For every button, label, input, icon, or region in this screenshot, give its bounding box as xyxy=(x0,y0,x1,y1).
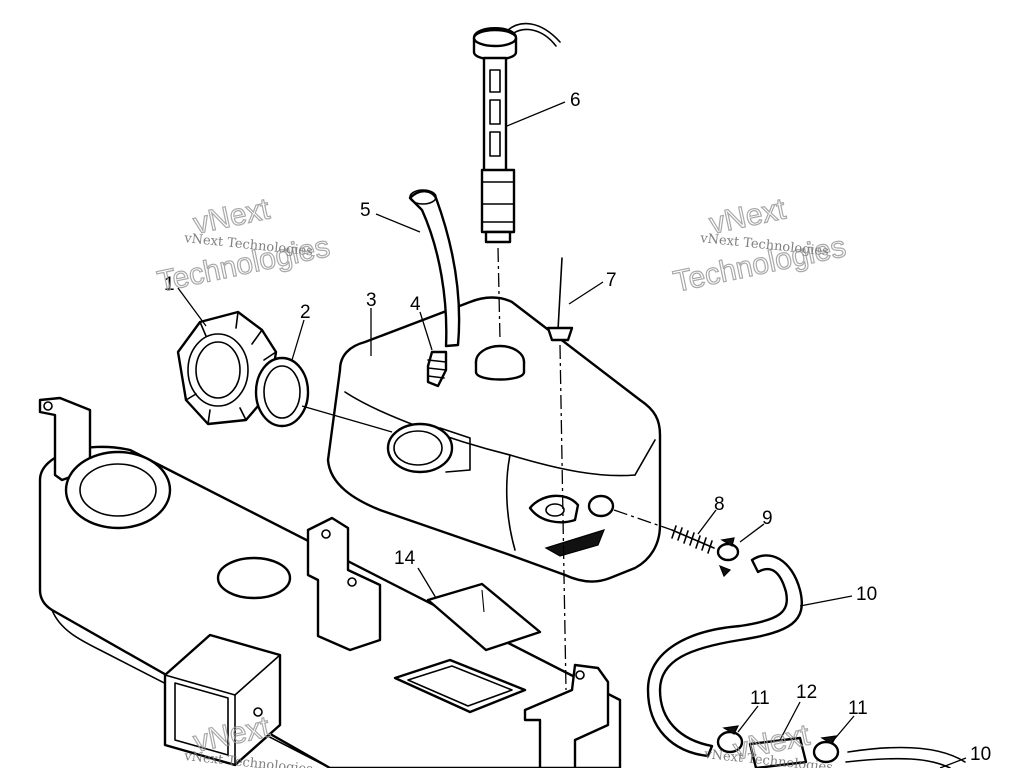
callout-1: 1 xyxy=(164,274,175,295)
vent-hose-part-5 xyxy=(408,189,461,348)
fuel-line-lower xyxy=(845,746,966,768)
callout-9: 9 xyxy=(762,508,773,529)
gasket-part-2 xyxy=(254,356,310,428)
spring-part-8 xyxy=(671,525,715,554)
callout-11-left: 11 xyxy=(750,688,770,709)
pad-part-14 xyxy=(426,582,542,652)
callout-10-upper: 10 xyxy=(856,584,877,605)
filter-part-12 xyxy=(748,736,808,768)
callout-8: 8 xyxy=(714,494,725,515)
callout-14: 14 xyxy=(394,548,416,569)
watermark-bottom-right: vNext vNext Technologies xyxy=(703,718,834,768)
clamp-part-11-left xyxy=(716,725,744,754)
chassis-frame xyxy=(38,396,622,768)
watermark-top-right: vNext Technologies vNext Technologies xyxy=(670,192,849,300)
callout-2: 2 xyxy=(300,302,311,323)
callout-5: 5 xyxy=(360,200,371,221)
callout-6: 6 xyxy=(570,90,581,111)
fuel-gauge-part-6 xyxy=(472,22,561,341)
callout-7: 7 xyxy=(606,270,617,291)
callout-12: 12 xyxy=(796,682,817,703)
callout-10-lower: 10 xyxy=(970,744,991,765)
clamp-part-9 xyxy=(716,537,740,578)
fuel-tank-part-3 xyxy=(326,296,662,583)
assembly-line-outlet xyxy=(613,509,673,531)
probe-part-7 xyxy=(546,257,574,691)
watermark-top-left: vNext Technologies vNext Technologies xyxy=(154,192,333,300)
assembly-line-cap xyxy=(301,405,393,433)
callout-4: 4 xyxy=(410,294,421,315)
leader-lines xyxy=(177,101,967,768)
callouts: 1 2 3 4 5 6 7 8 9 10 10 11 12 11 14 xyxy=(164,90,991,765)
callout-3: 3 xyxy=(366,290,377,311)
fitting-part-4 xyxy=(426,350,448,388)
fuel-line-part-10 xyxy=(646,554,803,758)
callout-11-right: 11 xyxy=(848,698,868,719)
